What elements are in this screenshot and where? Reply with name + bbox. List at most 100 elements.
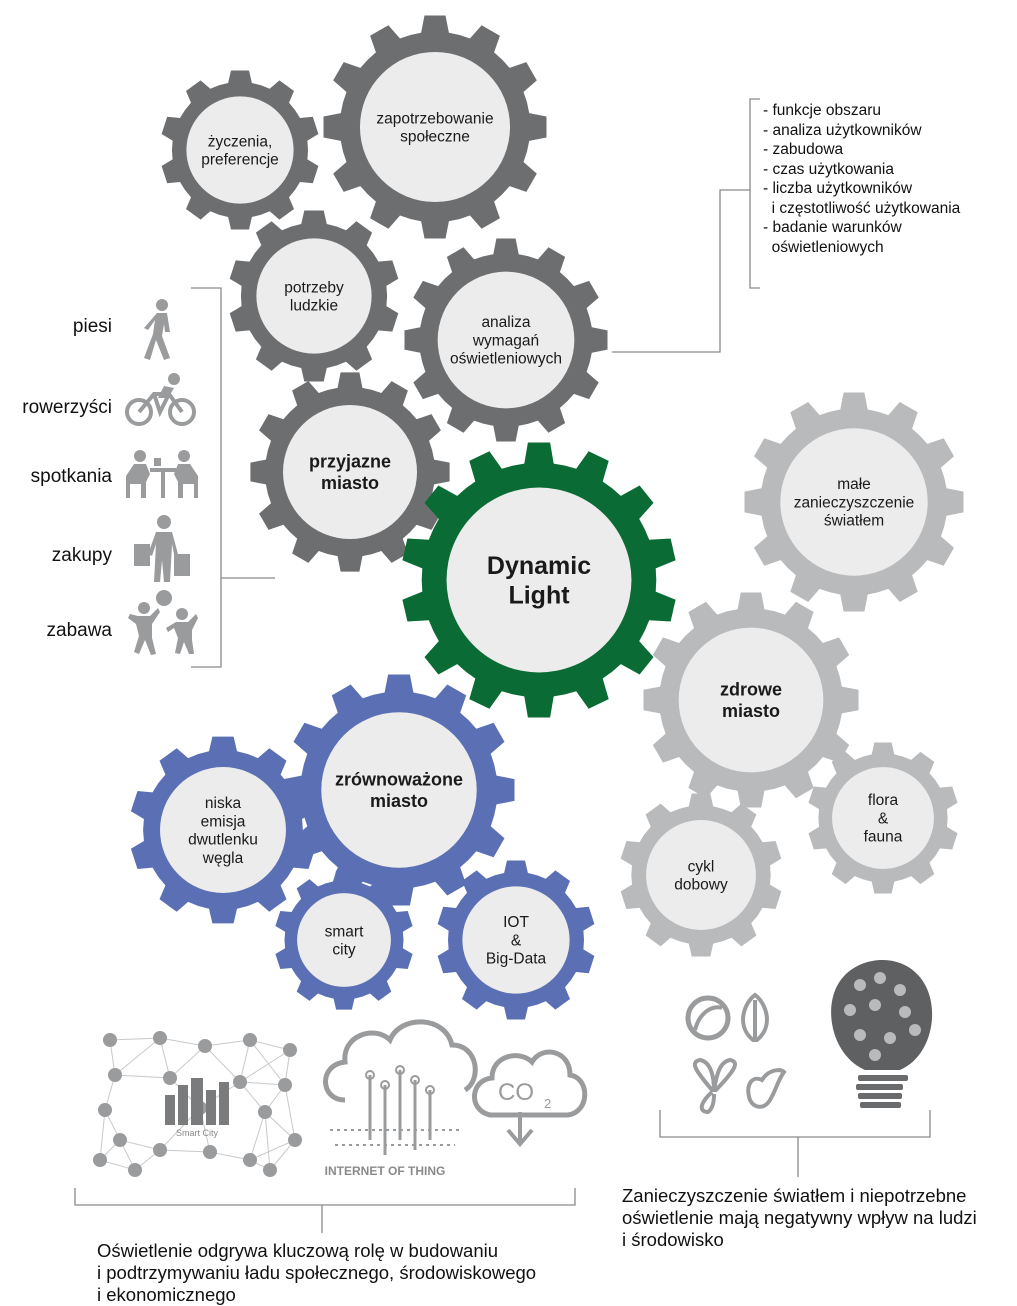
gear-label: preferencje bbox=[201, 152, 279, 169]
co2-cloud-icon: CO 2 bbox=[472, 1049, 588, 1148]
co2-label: CO bbox=[498, 1079, 534, 1106]
gear-label: niska bbox=[205, 795, 242, 812]
requirement-item: - funkcje obszaru bbox=[763, 102, 882, 119]
gear-center bbox=[832, 767, 934, 869]
play-icon bbox=[128, 590, 198, 655]
pedestrian-icon bbox=[144, 299, 170, 360]
gear-label: małe bbox=[837, 476, 871, 493]
gear-center bbox=[437, 271, 575, 409]
gear-center bbox=[256, 238, 372, 354]
gear-label: dobowy bbox=[674, 877, 728, 894]
meeting-icon bbox=[126, 450, 198, 498]
gear-label: miasto bbox=[321, 473, 379, 493]
gear-zapotrzebowanie: zapotrzebowanie społeczne bbox=[323, 15, 547, 239]
eco-icon bbox=[685, 995, 731, 1041]
gear-label: smart bbox=[325, 923, 364, 940]
gear-center bbox=[678, 627, 824, 773]
requirement-item: - analiza użytkowników bbox=[763, 121, 922, 139]
requirement-item: - badanie warunków bbox=[763, 219, 902, 236]
gear-label: miasto bbox=[722, 701, 780, 721]
gear-label: węgla bbox=[202, 850, 244, 867]
gear-flora-fauna: flora& fauna bbox=[808, 742, 958, 894]
requirement-item: i częstotliwość użytkowania bbox=[763, 199, 961, 217]
requirement-item: - czas użytkowania bbox=[763, 160, 894, 178]
gear-label: emisja bbox=[201, 813, 246, 830]
gear-cykl-dobowy: cykl dobowy bbox=[620, 793, 782, 957]
shopping-icon bbox=[134, 515, 190, 582]
gear-label: zanieczyszczenie bbox=[794, 494, 915, 511]
gear-label: zapotrzebowanie bbox=[376, 110, 493, 127]
gear-center bbox=[283, 405, 417, 539]
lightbulb-collage-icon bbox=[831, 960, 933, 1108]
gear-label: cykl bbox=[688, 858, 715, 875]
gear-label: potrzeby bbox=[284, 279, 344, 296]
gear-center bbox=[160, 767, 286, 893]
requirements-list: - funkcje obszaru - analiza użytkowników… bbox=[763, 101, 960, 257]
gear-label: miasto bbox=[370, 791, 428, 811]
caption-line: i podtrzymywaniu ładu społecznego, środo… bbox=[97, 1262, 537, 1283]
requirement-item: - zabudowa bbox=[763, 141, 844, 158]
gear-label: ludzkie bbox=[290, 298, 338, 315]
caption-line: i środowisko bbox=[622, 1229, 724, 1250]
gear-label: Big-Data bbox=[486, 951, 547, 968]
gear-potrzeby: potrzeby ludzkie bbox=[229, 210, 399, 382]
gear-smart-city: smart city bbox=[275, 870, 413, 1010]
cyclist-icon bbox=[125, 373, 196, 426]
co2-subscript: 2 bbox=[544, 1096, 551, 1111]
category-label-zakupy: zakupy bbox=[51, 545, 112, 566]
smart-city-caption: Smart City bbox=[176, 1128, 219, 1138]
gear-label: city bbox=[332, 942, 356, 959]
gear-label: światłem bbox=[824, 513, 884, 530]
gear-label: dwutlenku bbox=[188, 832, 258, 849]
gear-label: życzenia, bbox=[208, 133, 273, 150]
requirement-item: - liczba użytkowników bbox=[763, 180, 913, 197]
gear-center bbox=[297, 893, 391, 987]
gear-label: flora bbox=[868, 792, 899, 809]
gear-label: społeczne bbox=[400, 129, 470, 146]
connector-lines bbox=[74, 98, 931, 1233]
gear-center bbox=[780, 428, 928, 576]
smart-city-network-image: Smart City bbox=[93, 1031, 302, 1177]
caption-line: Zanieczyszczenie światłem i niepotrzebne bbox=[622, 1185, 967, 1206]
iot-caption: INTERNET OF THING bbox=[325, 1164, 446, 1178]
iot-cloud-icon: INTERNET OF THING bbox=[323, 1019, 478, 1178]
gear-zyczenia: życzenia, preferencje bbox=[161, 70, 319, 230]
gear-label: analiza bbox=[481, 314, 530, 331]
caption-line: i ekonomicznego bbox=[97, 1284, 236, 1305]
bird-icon bbox=[746, 1068, 787, 1109]
gear-label: fauna bbox=[864, 829, 903, 846]
gear-label: & bbox=[878, 810, 889, 827]
category-label-piesi: piesi bbox=[72, 316, 112, 337]
butterfly-icon bbox=[692, 1057, 737, 1115]
gear-label: IOT bbox=[503, 914, 529, 931]
caption-line: Oświetlenie odgrywa kluczową rolę w budo… bbox=[97, 1240, 499, 1261]
gear-label: przyjazne bbox=[309, 452, 391, 472]
gear-label: & bbox=[511, 932, 522, 949]
caption-line: oświetlenie mają negatywny wpływ na ludz… bbox=[622, 1207, 977, 1228]
right-caption: Zanieczyszczenie światłem i niepotrzebne… bbox=[622, 1185, 977, 1251]
category-label-zabawa: zabawa bbox=[46, 620, 113, 641]
gear-center bbox=[462, 886, 570, 994]
gear-label: zdrowe bbox=[720, 680, 782, 700]
requirement-item: oświetleniowych bbox=[763, 238, 884, 256]
gear-label: wymagań bbox=[472, 332, 539, 349]
gear-center bbox=[359, 51, 511, 203]
gear-center bbox=[321, 712, 477, 868]
category-label-rowerzysci: rowerzyści bbox=[22, 397, 112, 418]
gear-label: Dynamic bbox=[487, 552, 591, 580]
gear-center bbox=[446, 487, 632, 673]
left-caption: Oświetlenie odgrywa kluczową rolę w budo… bbox=[97, 1240, 536, 1306]
gear-label: oświetleniowych bbox=[450, 351, 562, 368]
category-label-spotkania: spotkania bbox=[30, 466, 112, 487]
nature-icons bbox=[685, 992, 787, 1115]
leaf-icon bbox=[741, 992, 769, 1042]
gear-center bbox=[186, 96, 294, 204]
gear-label: zrównoważone bbox=[335, 770, 463, 790]
